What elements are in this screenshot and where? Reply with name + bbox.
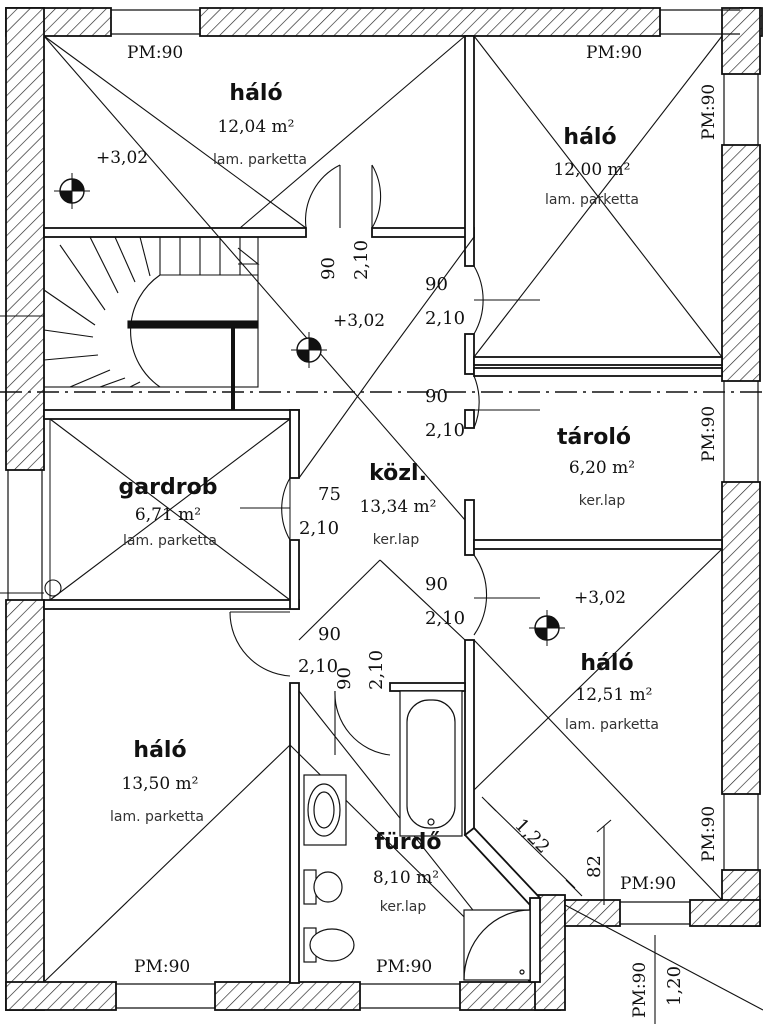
room-name: tároló xyxy=(557,425,631,450)
dimension-lines xyxy=(481,796,763,1024)
door-height: 2,10 xyxy=(425,308,465,329)
room-floor: ker.lap xyxy=(579,493,626,509)
room-floor: ker.lap xyxy=(373,532,420,548)
door-height: 2,10 xyxy=(425,608,465,629)
level-text: +3,02 xyxy=(96,148,148,168)
parapet-label: PM:90 xyxy=(699,84,719,140)
interior-walls xyxy=(43,35,723,984)
door-width: 75 xyxy=(318,484,341,505)
door-swings xyxy=(229,164,540,756)
toilet xyxy=(303,869,355,963)
wardrobe-outline xyxy=(49,418,291,601)
wardrobe-handle xyxy=(44,579,62,597)
windows xyxy=(7,9,759,1009)
door-height: 2,10 xyxy=(425,420,465,441)
room-area: 13,50 m² xyxy=(121,774,198,794)
room-area: 6,20 m² xyxy=(569,458,635,478)
level-text: +3,02 xyxy=(574,588,626,608)
room-name: fürdő xyxy=(375,830,442,855)
room-name: háló xyxy=(563,125,616,150)
room-floor: lam. parketta xyxy=(123,533,217,549)
room-area: 12,51 m² xyxy=(575,685,652,705)
room-floor: lam. parketta xyxy=(545,192,639,208)
bathtub xyxy=(399,690,463,837)
parapet-label: PM:90 xyxy=(376,957,432,977)
dimension-label: 82 xyxy=(584,855,605,878)
level-text: +3,02 xyxy=(333,311,385,331)
door-height: 2,10 xyxy=(298,656,338,677)
parapet-label: PM:90 xyxy=(699,806,719,862)
room-labels: háló 12,04 m² lam. parketta háló 12,00 m… xyxy=(110,81,659,915)
door-width: 90 xyxy=(318,624,341,645)
door-height: 2,10 xyxy=(351,240,372,280)
room-area: 6,71 m² xyxy=(135,505,201,525)
dimension-label: 1,20 xyxy=(664,966,685,1006)
door-height: 2,10 xyxy=(366,650,387,690)
level-markers xyxy=(54,173,565,646)
door-width: 90 xyxy=(318,257,339,280)
room-area: 12,04 m² xyxy=(217,117,294,137)
room-name: háló xyxy=(229,81,282,106)
room-floor: lam. parketta xyxy=(213,152,307,168)
parapet-label: PM:90 xyxy=(630,962,650,1018)
sink xyxy=(303,774,347,846)
dimension-label: 1,22 xyxy=(510,815,553,858)
door-dimension-labels: 90 2,10 90 2,10 90 2,10 75 2,10 90 2,10 … xyxy=(298,240,465,690)
room-floor: ker.lap xyxy=(380,899,427,915)
parapet-label: PM:90 xyxy=(586,43,642,63)
room-name: háló xyxy=(133,738,186,763)
level-texts: +3,02 +3,02 +3,02 xyxy=(96,148,626,608)
parapet-labels: PM:90 PM:90 PM:90 PM:90 PM:90 PM:90 PM:9… xyxy=(127,43,719,1018)
door-width: 90 xyxy=(425,274,448,295)
parapet-label: PM:90 xyxy=(620,874,676,894)
door-width: 90 xyxy=(334,667,355,690)
parapet-label: PM:90 xyxy=(134,957,190,977)
parapet-label: PM:90 xyxy=(699,406,719,462)
door-width: 90 xyxy=(425,386,448,407)
exterior-walls xyxy=(5,7,763,1011)
parapet-label: PM:90 xyxy=(127,43,183,63)
room-area: 12,00 m² xyxy=(553,160,630,180)
room-floor: lam. parketta xyxy=(110,809,204,825)
room-name: háló xyxy=(580,651,633,676)
door-width: 90 xyxy=(425,574,448,595)
room-floor: lam. parketta xyxy=(565,717,659,733)
room-name: gardrob xyxy=(119,475,218,500)
shower xyxy=(463,909,531,981)
door-height: 2,10 xyxy=(299,518,339,539)
staircase xyxy=(43,236,260,410)
room-name: közl. xyxy=(369,461,427,486)
room-area: 8,10 m² xyxy=(373,868,439,888)
room-area: 13,34 m² xyxy=(359,497,436,517)
